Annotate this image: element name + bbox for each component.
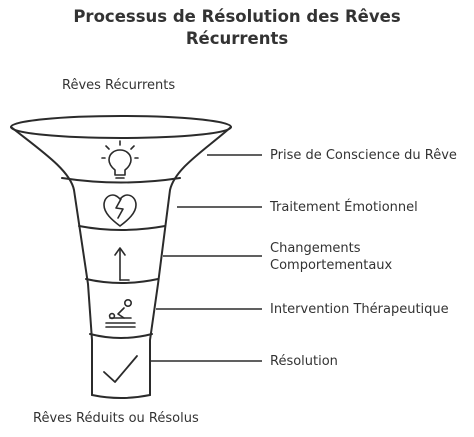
title-line-1: Processus de Résolution des Rêves — [73, 7, 401, 26]
stage-5-line-1: Résolution — [270, 354, 338, 369]
checkmark-icon — [103, 355, 138, 383]
funnel-input-label: Rêves Récurrents — [62, 78, 176, 93]
title-line-2: Récurrents — [185, 29, 289, 48]
stage-label-4: Intervention Thérapeutique — [270, 301, 449, 318]
divider-4 — [89, 333, 153, 339]
stage-3-line-1: Changements — [270, 241, 361, 256]
divider-1 — [61, 177, 181, 184]
stage-3-line-2: Comportementaux — [270, 258, 393, 273]
stage-label-1: Prise de Conscience du Rêve — [270, 147, 457, 164]
diagram-title: Processus de Résolution des Rêves Récurr… — [0, 6, 474, 50]
stage-1-line-1: Prise de Conscience du Rêve — [270, 148, 457, 163]
stage-label-5: Résolution — [270, 353, 338, 370]
divider-2 — [78, 225, 166, 231]
arrow-up-icon — [114, 247, 130, 281]
funnel-bottom — [91, 394, 151, 399]
lightbulb-icon — [101, 140, 139, 179]
divider-3 — [85, 278, 159, 284]
massage-therapy-icon — [105, 298, 136, 328]
stage-2-line-1: Traitement Émotionnel — [270, 200, 418, 215]
stage-label-3: Changements Comportementaux — [270, 240, 392, 274]
funnel-left-side — [10, 126, 93, 396]
stage-label-2: Traitement Émotionnel — [270, 199, 418, 216]
funnel-rim — [10, 115, 232, 139]
funnel-right-side — [149, 126, 232, 396]
funnel-output-label: Rêves Réduits ou Résolus — [33, 411, 199, 426]
stage-4-line-1: Intervention Thérapeutique — [270, 302, 449, 317]
broken-heart-icon — [103, 194, 137, 227]
